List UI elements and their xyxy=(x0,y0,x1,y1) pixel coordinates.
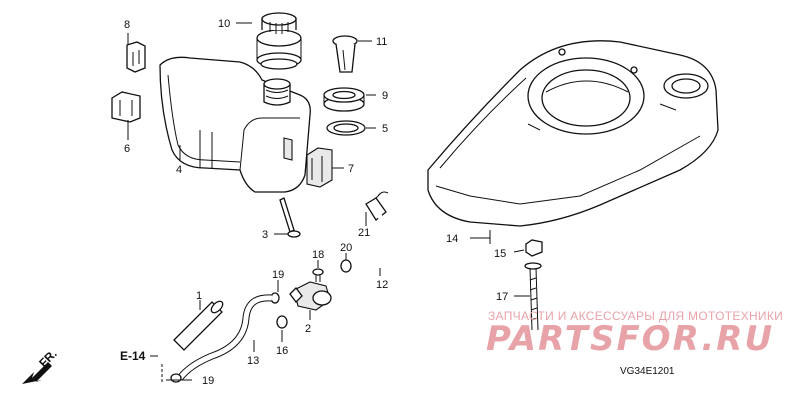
callout-11: 11 xyxy=(376,36,387,48)
bolt-3 xyxy=(279,197,301,238)
tube-clip-19-lower xyxy=(170,373,182,383)
callout-2: 2 xyxy=(305,323,311,335)
callout-14: 14 xyxy=(446,233,458,245)
rubber-pad xyxy=(306,147,333,188)
reference-label: E-14 xyxy=(120,349,146,363)
bolt-17 xyxy=(524,262,542,331)
fuel-tank xyxy=(159,56,311,193)
tube-clip-20 xyxy=(340,259,352,273)
leader-lines xyxy=(127,22,530,384)
tube-clip-16 xyxy=(276,315,288,329)
forward-arrow-icon xyxy=(22,362,52,384)
fuel-strainer xyxy=(332,35,358,73)
callout-7: 7 xyxy=(348,163,354,175)
callout-12: 12 xyxy=(376,279,388,291)
callout-3: 3 xyxy=(262,229,268,241)
tank-clip-8 xyxy=(126,41,146,73)
callout-1: 1 xyxy=(196,290,202,302)
callout-9: 9 xyxy=(382,90,388,102)
callout-19-lower: 19 xyxy=(202,375,214,387)
callout-6: 6 xyxy=(124,143,130,155)
callout-16: 16 xyxy=(276,345,288,357)
tube-clip-19-upper xyxy=(270,292,280,304)
callout-4: 4 xyxy=(176,164,182,176)
callout-18: 18 xyxy=(312,249,324,261)
callout-8: 8 xyxy=(124,19,130,31)
direction-label: FR. xyxy=(36,347,60,371)
fuel-valve xyxy=(289,281,332,311)
callout-10: 10 xyxy=(218,18,230,30)
screw-18 xyxy=(312,268,324,282)
drawing-code: VG34E1201 xyxy=(620,366,675,377)
callout-21: 21 xyxy=(358,227,370,239)
fan-cover xyxy=(427,40,719,227)
tank-seal xyxy=(326,120,366,136)
callout-15: 15 xyxy=(494,248,506,260)
ring-nut xyxy=(323,87,365,112)
callout-17: 17 xyxy=(496,291,508,303)
callout-20: 20 xyxy=(340,242,352,254)
tank-clip-6 xyxy=(111,91,141,123)
cap-gasket xyxy=(260,58,298,70)
callout-19-upper: 19 xyxy=(272,269,284,281)
callout-13: 13 xyxy=(247,355,259,367)
watermark-logo: PARTSFOR.RU xyxy=(486,319,774,359)
collar-15 xyxy=(525,239,543,257)
insulation-sleeve xyxy=(173,300,224,351)
callout-5: 5 xyxy=(382,123,388,135)
watermark-caption: ЗАПЧАСТИ И АКСЕССУАРЫ ДЛЯ МОТОТЕХНИКИ xyxy=(488,309,783,323)
